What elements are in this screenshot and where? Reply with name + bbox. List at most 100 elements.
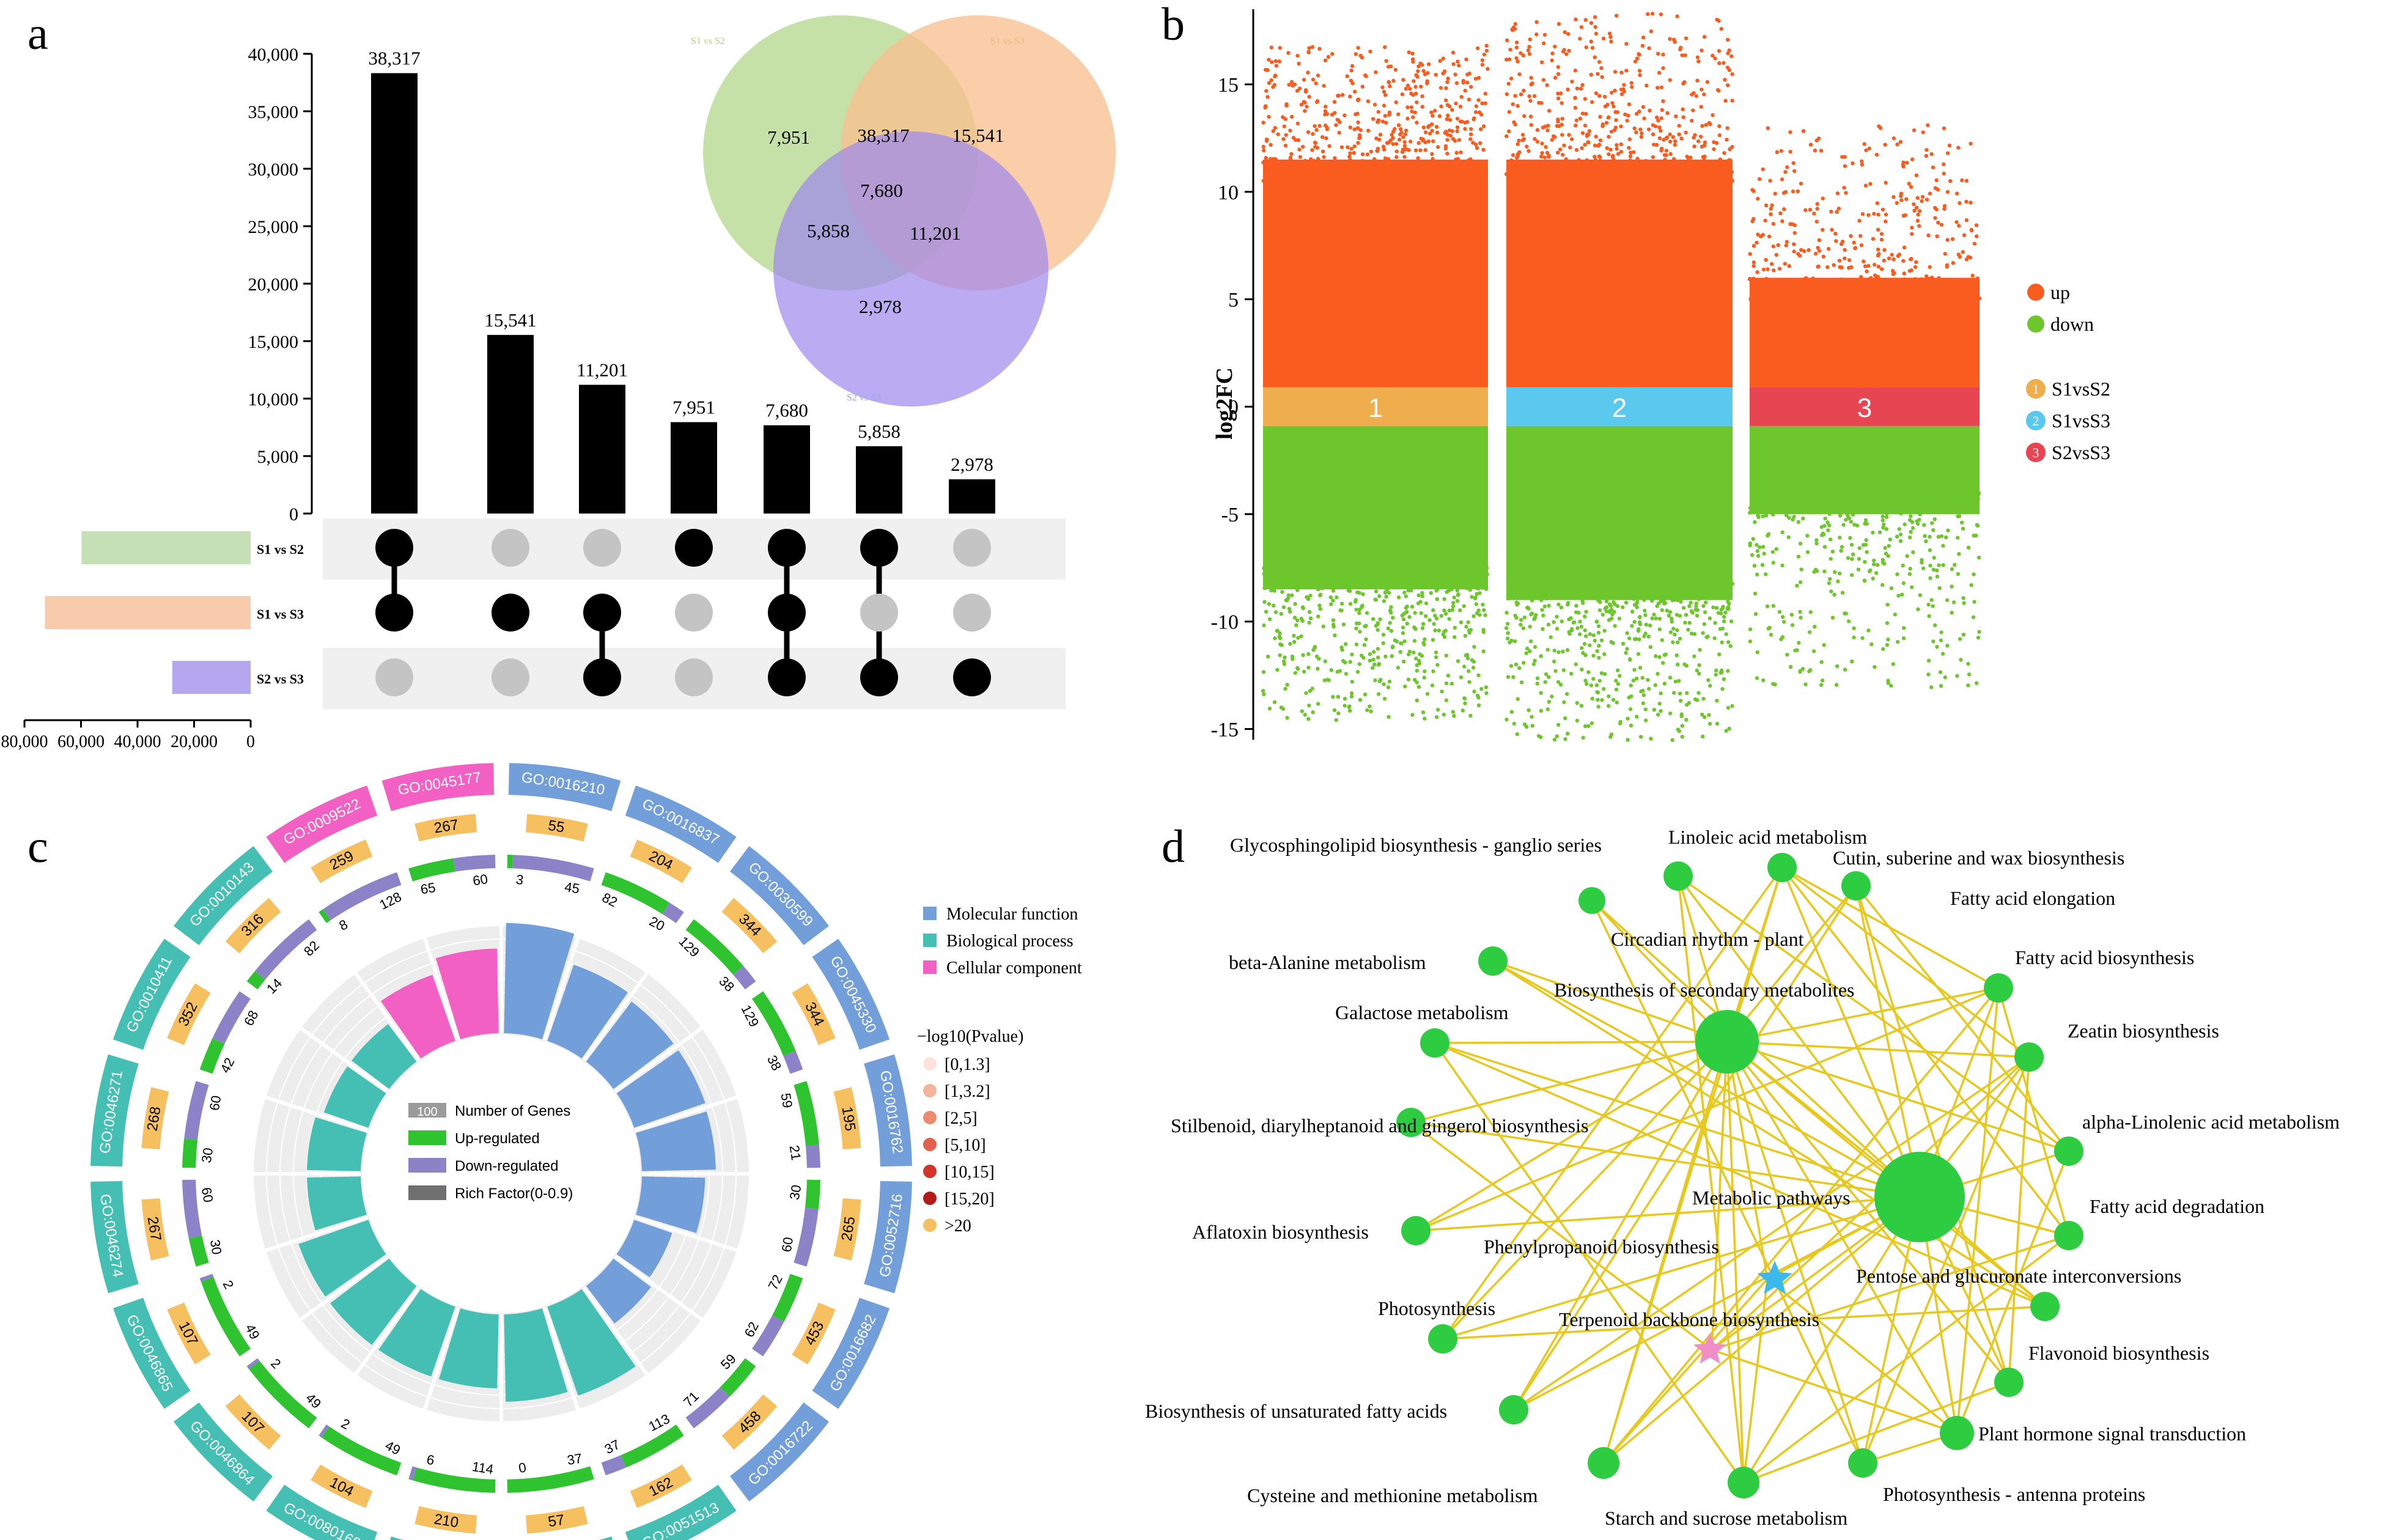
up-point [1352,127,1357,131]
gene-count-segment [833,1198,861,1261]
up-point [1361,177,1366,182]
up-point [1540,151,1544,155]
network-node-label: alpha-Linolenic acid metabolism [2082,1111,2340,1133]
down-point [1545,707,1550,712]
up-point [1317,46,1322,51]
down-point [1766,532,1771,536]
down-point [1533,577,1538,581]
up-point [1517,138,1521,143]
up-point [1912,208,1917,213]
down-point [1317,603,1322,608]
down-point [1947,490,1951,495]
up-point [1355,126,1360,130]
down-point [1505,636,1510,641]
up-point [1583,142,1587,147]
up-point [1459,175,1464,179]
up-regulated-segment [188,1235,209,1267]
up-point [1640,131,1644,136]
up-point [1463,127,1467,131]
up-point [1570,79,1574,84]
down-count-label: 68 [241,1008,261,1028]
down-point [1472,644,1476,649]
up-point [1444,86,1448,90]
down-point [1333,633,1337,638]
down-point [1470,658,1475,663]
down-point [1328,602,1333,606]
down-point [1695,613,1700,618]
down-point [1382,570,1387,575]
down-point [1913,493,1918,498]
up-point [1600,122,1605,127]
up-point [1388,84,1392,89]
up-point [1292,174,1297,179]
up-point [1371,117,1376,121]
y-tick-label: 5,000 [257,447,299,467]
up-point [1675,14,1679,18]
down-point [1577,594,1582,598]
down-point [1269,573,1273,578]
up-point [1920,199,1924,204]
up-point [1891,194,1896,199]
kegg-network-panel: Glycosphingolipid biosynthesis - ganglio… [1145,826,2340,1529]
down-point [1921,566,1926,570]
up-point [1711,113,1715,117]
up-point [1542,155,1547,160]
down-point [1434,566,1438,570]
up-point [1537,160,1541,164]
up-point [1383,156,1388,161]
down-point [1412,625,1416,630]
down-point [1535,589,1539,594]
up-point [1650,12,1655,16]
up-point [1656,166,1660,170]
category-legend-swatch [923,907,937,920]
up-point [1545,128,1550,133]
down-point [1849,573,1854,577]
down-point [1874,571,1879,575]
group-band [1750,387,1980,426]
up-point [1541,78,1546,82]
down-point [1888,537,1892,542]
down-point [1678,577,1682,581]
down-point [1286,596,1291,600]
down-point [1808,610,1813,614]
network-node [1994,1368,2024,1397]
down-point [1632,620,1637,624]
up-point [1385,162,1390,166]
up-point [1541,41,1546,46]
down-point [1561,581,1566,586]
up-point [1434,171,1438,176]
down-point [1670,738,1674,742]
up-point [1468,127,1473,131]
down-point [1423,637,1427,641]
up-point [1418,84,1423,89]
down-point [1617,616,1622,621]
down-point [1822,569,1827,573]
up-point [1339,167,1344,172]
network-edge [1677,875,1745,1483]
up-point [1421,68,1426,73]
down-point [1955,674,1959,678]
up-point [1360,152,1365,157]
up-point [1455,125,1460,130]
down-point [1901,563,1905,568]
up-point [1609,39,1613,44]
up-point [1972,297,1976,301]
down-point [1596,630,1601,635]
down-point [1452,635,1457,639]
up-point [1437,114,1442,119]
down-point [1332,571,1337,575]
up-point [1269,142,1273,147]
y-axis-label: log2FC [1212,367,1237,440]
down-point [1841,523,1846,527]
go-term-id: GO:0051513 [639,1499,722,1540]
down-point [1657,577,1662,581]
up-count-label: 65 [419,880,436,897]
up-point [1380,85,1385,89]
down-point [1451,710,1456,714]
up-point [1962,297,1967,301]
down-point [1562,700,1566,704]
up-point [1357,167,1361,171]
down-point [1541,613,1545,617]
network-edge [1677,875,1921,1198]
down-point [1748,510,1752,515]
